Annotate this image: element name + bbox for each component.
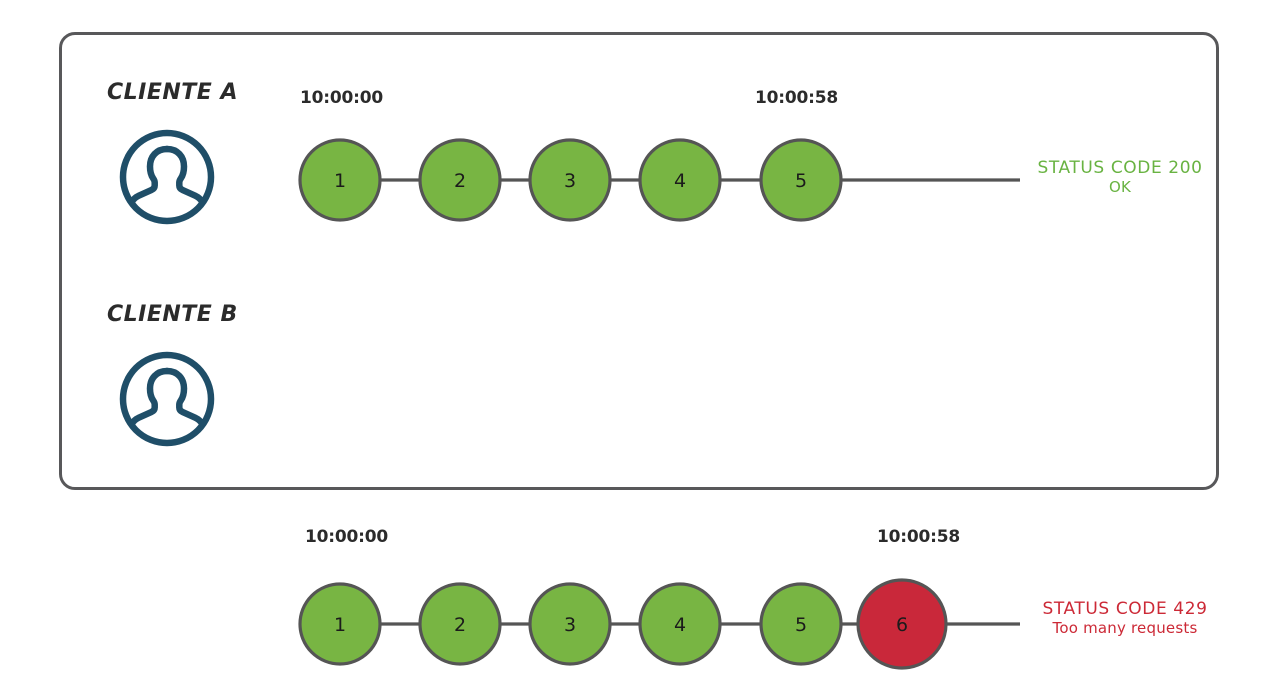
request-node[interactable]: 1 [298, 582, 382, 666]
request-node-label: 4 [674, 170, 686, 192]
status-a-text: OK [1108, 178, 1132, 196]
client-b-label: CLIENTE B [107, 302, 238, 327]
request-node[interactable]: 4 [638, 138, 722, 222]
request-node-label: 3 [564, 170, 576, 192]
timestamp-end-b: 10:00:58 [877, 527, 960, 547]
status-b: STATUS CODE 429 Too many requests [1020, 599, 1230, 637]
request-chain-a: 1 2 3 4 5 [298, 138, 1020, 222]
request-chain-b: 1 2 3 4 5 6 [298, 578, 1020, 670]
status-b-code: STATUS CODE 429 [1042, 599, 1208, 619]
request-node-label: 2 [454, 170, 466, 192]
timestamp-end-a: 10:00:58 [755, 88, 838, 108]
request-node-label: 1 [334, 614, 346, 636]
user-avatar-icon [119, 129, 215, 225]
diagram-panel [59, 32, 1219, 490]
request-node[interactable]: 5 [759, 138, 843, 222]
request-node[interactable]: 2 [418, 138, 502, 222]
request-node-blocked[interactable]: 6 [856, 578, 948, 670]
request-node[interactable]: 3 [528, 138, 612, 222]
request-node[interactable]: 3 [528, 582, 612, 666]
status-a-code: STATUS CODE 200 [1037, 158, 1203, 178]
timestamp-start-a: 10:00:00 [300, 88, 383, 108]
request-node[interactable]: 5 [759, 582, 843, 666]
request-node-label: 5 [795, 170, 807, 192]
client-a-label: CLIENTE A [107, 80, 239, 105]
timestamp-start-b: 10:00:00 [305, 527, 388, 547]
request-node-label: 3 [564, 614, 576, 636]
user-avatar-icon [119, 351, 215, 447]
request-node-label: 5 [795, 614, 807, 636]
status-a: STATUS CODE 200 OK [1020, 158, 1220, 196]
status-b-text: Too many requests [1052, 619, 1198, 637]
request-node[interactable]: 2 [418, 582, 502, 666]
diagram-canvas: CLIENTE A 10:00:00 10:00:58 1 2 [59, 32, 1220, 670]
request-node-label: 2 [454, 614, 466, 636]
request-node-label: 6 [896, 614, 908, 636]
request-node[interactable]: 1 [298, 138, 382, 222]
request-node-label: 4 [674, 614, 686, 636]
request-node[interactable]: 4 [638, 582, 722, 666]
request-node-label: 1 [334, 170, 346, 192]
